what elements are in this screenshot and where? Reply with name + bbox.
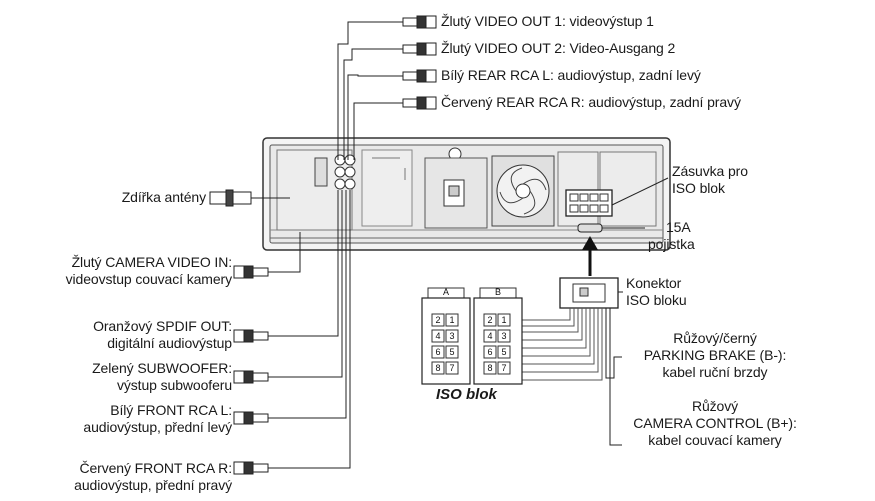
label-line: kabel couvací kamery: [648, 432, 782, 448]
antenna-socket: [209, 189, 290, 207]
label-line: videovstup couvací kamery: [65, 271, 232, 287]
label-line: Bílý FRONT RCA L:: [110, 402, 232, 418]
label-line: Žlutý CAMERA VIDEO IN:: [71, 254, 232, 270]
label-line: digitální audiovýstup: [107, 335, 232, 351]
iso-pin-b: 7: [501, 363, 506, 373]
label-line: audiovýstup, přední pravý: [74, 477, 232, 493]
label-front-rca-r: Červený FRONT RCA R: audiovýstup, přední…: [0, 460, 232, 494]
label-line: pojistka: [648, 236, 695, 252]
label-line: Oranžový SPDIF OUT:: [93, 318, 232, 334]
iso-connector: [559, 277, 623, 309]
iso-pin-a: 7: [449, 363, 454, 373]
label-line: výstup subwooferu: [116, 377, 232, 393]
top-cables: [337, 21, 403, 160]
label-line: Zásuvka pro: [672, 163, 748, 179]
label-line: Růžový: [691, 398, 739, 414]
iso-column-a-label: A: [443, 287, 449, 297]
label-spdif-out: Oranžový SPDIF OUT: digitální audiovýstu…: [0, 318, 232, 352]
label-line: Konektor: [626, 275, 682, 291]
iso-column-b-label: B: [495, 287, 501, 297]
iso-pin-b: 1: [501, 315, 506, 325]
iso-pin-a: 3: [449, 331, 454, 341]
label-camera-video-in: Žlutý CAMERA VIDEO IN: videovstup couvac…: [0, 254, 232, 288]
iso-pin-b: 8: [487, 363, 492, 373]
label-video-out-2: Žlutý VIDEO OUT 2: Video-Ausgang 2: [441, 40, 676, 56]
label-camera-control: Růžový CAMERA CONTROL (B+): kabel couvac…: [620, 398, 810, 449]
iso-pin-b: 3: [501, 331, 506, 341]
iso-pin-a: 5: [449, 347, 454, 357]
iso-pin-a: 4: [435, 331, 440, 341]
label-line: Růžový/černý: [673, 330, 757, 346]
iso-pin-a: 8: [435, 363, 440, 373]
label-front-rca-l: Bílý FRONT RCA L: audiovýstup, přední le…: [0, 402, 232, 436]
label-parking-brake: Růžový/černý PARKING BRAKE (B-): kabel r…: [620, 330, 810, 381]
label-iso-connector: Konektor ISO bloku: [626, 275, 687, 309]
label-line: PARKING BRAKE (B-):: [643, 347, 787, 363]
iso-pin-b: 5: [501, 347, 506, 357]
iso-harness-wires: [521, 308, 622, 446]
iso-block-title: ISO blok: [436, 386, 497, 403]
head-unit-chassis: [262, 137, 671, 251]
iso-pin-a: 6: [435, 347, 440, 357]
iso-block: [421, 287, 523, 385]
label-line: ISO bloku: [626, 292, 687, 308]
iso-pin-b: 2: [487, 315, 492, 325]
iso-pin-a: 1: [449, 315, 454, 325]
left-rca-plugs: [233, 265, 269, 475]
iso-pin-b: 6: [487, 347, 492, 357]
iso-pin-b: 4: [487, 331, 492, 341]
left-cables: [268, 190, 351, 469]
iso-pin-a: 2: [435, 315, 440, 325]
label-line: kabel ruční brzdy: [662, 364, 768, 380]
leader-lines: [602, 177, 669, 229]
label-rear-rca-l: Bílý REAR RCA L: audiovýstup, zadní levý: [441, 67, 701, 83]
label-line: Červený FRONT RCA R:: [79, 460, 232, 476]
label-rear-rca-r: Červený REAR RCA R: audiovýstup, zadní p…: [441, 94, 741, 110]
label-video-out-1: Žlutý VIDEO OUT 1: videovýstup 1: [441, 13, 654, 29]
label-iso-socket: Zásuvka pro ISO blok: [672, 163, 748, 197]
top-rca-plugs: [402, 15, 437, 110]
label-line: 15A: [666, 219, 691, 235]
label-subwoofer: Zelený SUBWOOFER: výstup subwooferu: [0, 360, 232, 394]
label-antenna: Zdířka antény: [121, 189, 206, 205]
label-line: Zelený SUBWOOFER:: [92, 360, 232, 376]
label-line: ISO blok: [672, 180, 725, 196]
label-fuse: 15A pojistka: [648, 219, 695, 253]
label-line: audiovýstup, přední levý: [83, 419, 232, 435]
connection-arrow: [582, 236, 598, 276]
label-line: CAMERA CONTROL (B+):: [633, 415, 797, 431]
